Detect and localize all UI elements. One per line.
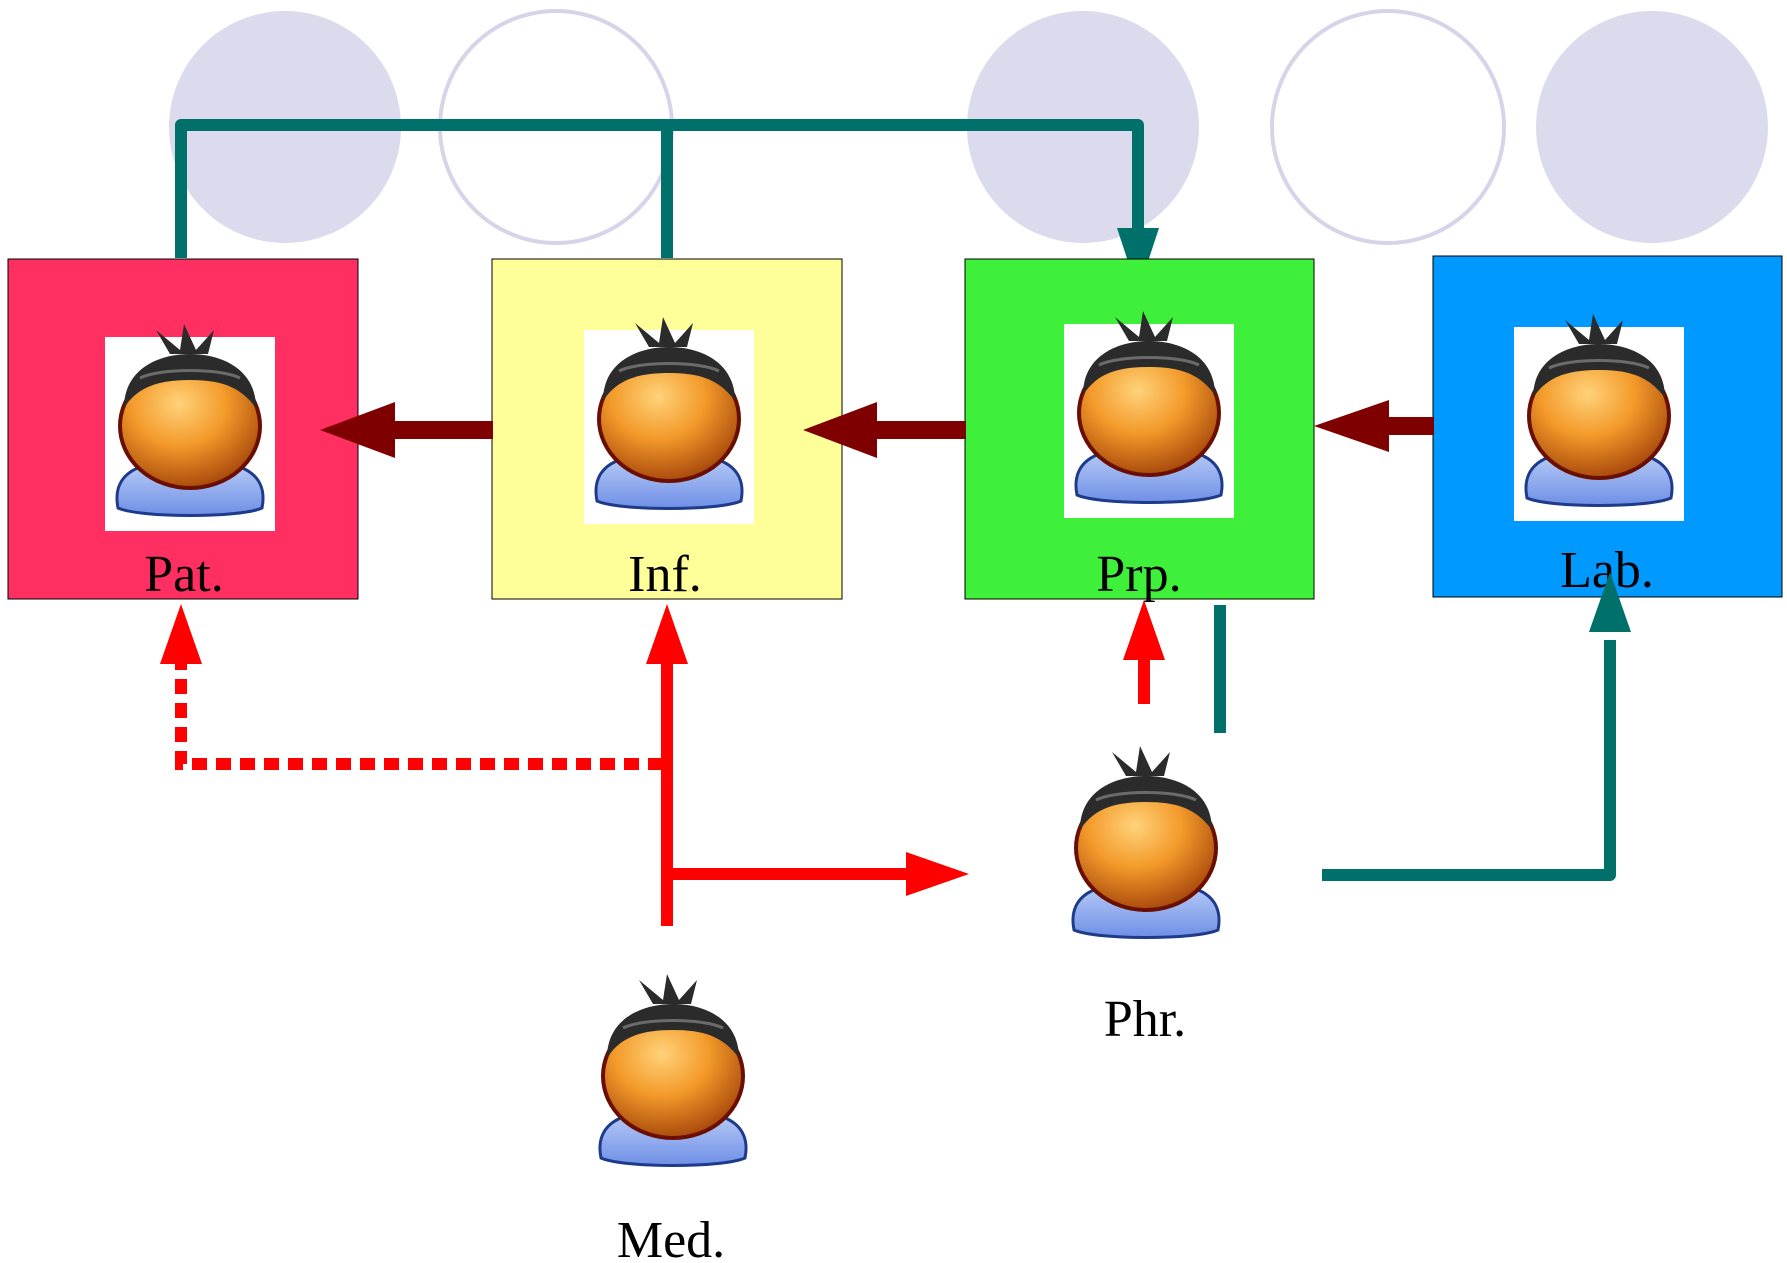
role-label-pat: Pat. [144,546,223,603]
role-box-prp: Prp. [964,258,1315,603]
role-box-lab: Lab. [1432,255,1783,599]
maroon-arrow-inf-to-pat [320,402,493,458]
actor-med: Med. [597,972,749,1263]
red-arrowhead-pat [160,604,202,664]
red-arrowhead-phr [906,852,969,896]
role-box-pat: Pat. [7,258,359,603]
maroon-arrow-lab-to-prp [1314,400,1434,452]
red-dotted-path-to-pat [175,655,667,770]
role-label-phr: Phr. [1104,991,1186,1048]
actor-phr: Phr. [1070,744,1222,1048]
bubble-outline-2 [1270,9,1506,245]
red-arrowhead-inf [646,604,688,664]
role-label-med: Med. [617,1212,725,1263]
red-flows [160,600,1165,926]
bubble-filled-3 [1536,11,1768,243]
role-label-inf: Inf. [628,546,702,603]
person-avatar-icon [1070,744,1222,940]
red-arrowhead-prp [1123,600,1165,660]
teal-arrowhead-lab [1589,572,1631,632]
teal-phr-connectors [1214,572,1631,881]
role-label-prp: Prp. [1096,546,1181,603]
role-box-inf: Inf. [491,258,843,603]
maroon-arrow-prp-to-inf [803,402,966,458]
maroon-arrows [320,400,1434,458]
person-avatar-icon [597,972,749,1168]
